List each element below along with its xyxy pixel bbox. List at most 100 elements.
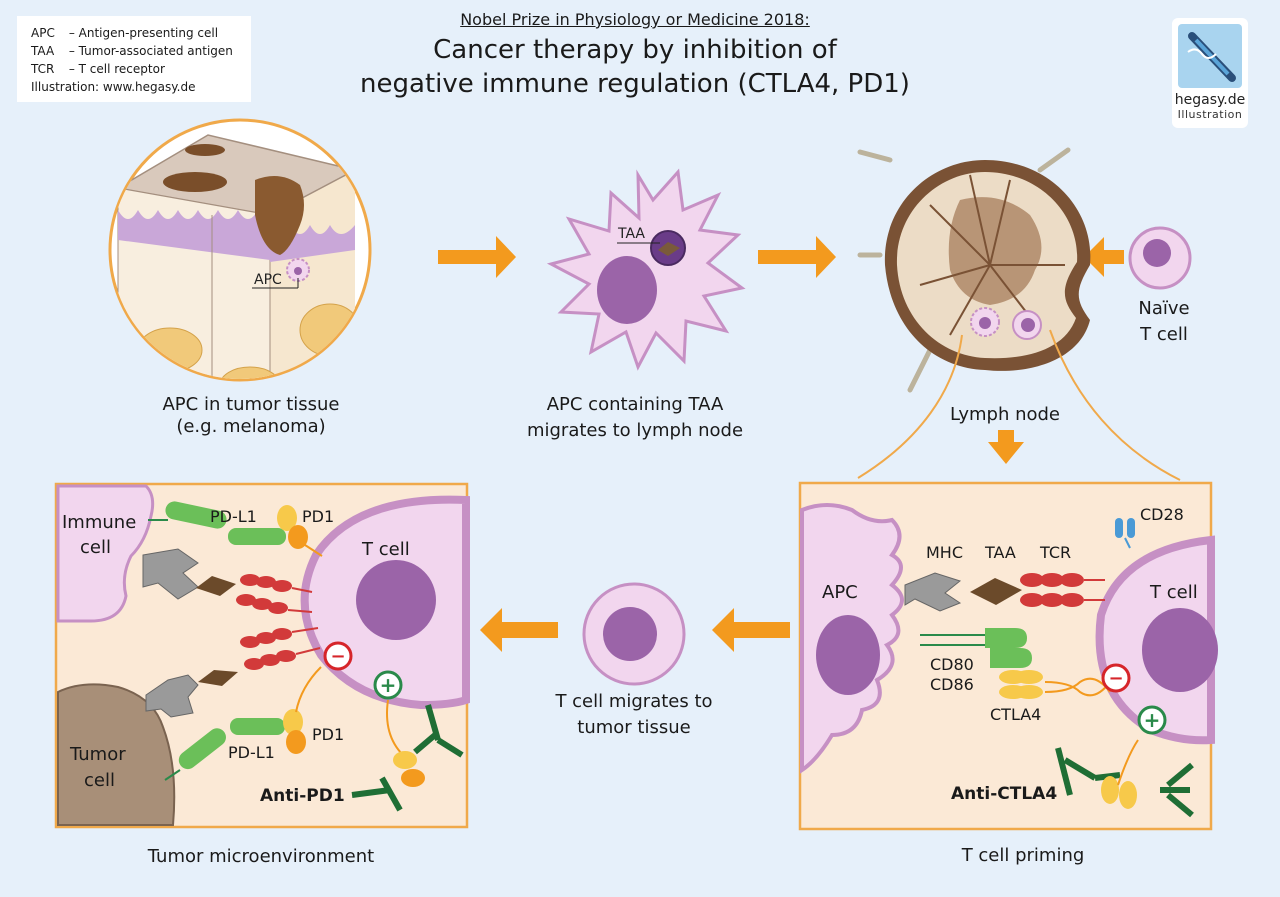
legend-def: Antigen-presenting cell — [78, 26, 219, 40]
micro-plus-icon: + — [373, 670, 403, 700]
ctla4-receptor — [999, 670, 1111, 699]
micro-minus-sign: − — [330, 646, 345, 667]
tcell-migrates-caption-2: tumor tissue — [577, 717, 690, 738]
pd1-bottom — [283, 666, 322, 754]
cd28-receptor — [1115, 518, 1135, 549]
arrow-left-icon — [712, 608, 790, 652]
arrow-left-icon — [480, 608, 558, 652]
immune-cell-label-1: Immune — [62, 512, 136, 533]
pd1-top — [277, 505, 323, 557]
ctla4-label: CTLA4 — [990, 705, 1041, 724]
pdl1-bottom-label: PD-L1 — [228, 743, 275, 762]
tcell-priming-panel: APC T cell MHC TAA TCR CD28 — [798, 481, 1218, 866]
immune-cell-label-2: cell — [80, 537, 111, 558]
priming-taa-label: TAA — [984, 543, 1016, 562]
zoom-line-right — [1049, 329, 1181, 481]
hegasy-logo: hegasy.de Illustration — [1172, 18, 1248, 128]
skin-block-illustration — [115, 134, 361, 379]
legend-row: TAA – Tumor-associated antigen — [31, 44, 233, 58]
naive-tcell-label-2: T cell — [1139, 324, 1188, 345]
tcr-bottom — [240, 627, 321, 670]
plus-icon: + — [1137, 705, 1167, 735]
legend-def: Tumor-associated antigen — [78, 44, 233, 58]
anti-pd1-antibody — [351, 699, 464, 812]
anti-pd1-label: Anti-PD1 — [260, 786, 345, 806]
tumor-cell-label-2: cell — [84, 770, 115, 791]
priming-apc-nucleus — [816, 615, 880, 695]
plus-sign: + — [1144, 708, 1161, 732]
arrow-left-icon — [1084, 237, 1124, 277]
immune-cell — [56, 484, 155, 623]
mhc-bottom — [145, 670, 238, 718]
micro-tcell-nucleus — [356, 560, 436, 640]
cd80-cd86 — [920, 628, 1032, 668]
apc-label: APC — [254, 272, 282, 288]
tcell-in-lymph-node — [1012, 310, 1042, 340]
tumor-cell — [57, 683, 176, 826]
tumor-tissue-caption-2: (e.g. melanoma) — [176, 416, 325, 437]
priming-tcell-label: T cell — [1149, 582, 1198, 603]
legend-box: APC – Antigen-presenting cell TAA – Tumo… — [17, 16, 251, 102]
cd28-label: CD28 — [1140, 505, 1184, 524]
apc-in-lymph-node — [970, 307, 1000, 337]
micro-caption: Tumor microenvironment — [147, 846, 374, 867]
apc-migrates-caption-1: APC containing TAA — [547, 394, 724, 415]
title-line-1: Cancer therapy by inhibition of — [433, 35, 837, 65]
pdl1-top-label: PD-L1 — [210, 507, 257, 526]
lymph-node-caption: Lymph node — [950, 404, 1060, 425]
tcr-receptor — [1020, 573, 1105, 607]
lymph-node: Lymph node — [857, 147, 1181, 481]
pdl1-top — [148, 501, 286, 545]
naive-tcell: Naïve T cell — [1128, 226, 1192, 345]
legend-row: TCR – T cell receptor — [31, 62, 165, 76]
cd86-label: CD86 — [930, 675, 974, 694]
title-line-2: negative immune regulation (CTLA4, PD1) — [360, 69, 910, 99]
legend-def: T cell receptor — [78, 62, 165, 76]
priming-apc-label: APC — [822, 582, 858, 603]
anti-ctla4-label: Anti-CTLA4 — [951, 784, 1057, 804]
naive-tcell-label-1: Naïve — [1138, 298, 1189, 319]
mhc-top — [142, 548, 236, 600]
mhc-molecule — [904, 572, 962, 612]
arrow-down-icon — [988, 430, 1024, 464]
apc-nucleus — [597, 256, 657, 324]
taa-label: TAA — [617, 226, 645, 242]
mhc-label: MHC — [926, 543, 963, 562]
tumor-microenvironment-panel: Immune cell Tumor cell T cell PD-L1 PD1 — [54, 482, 470, 867]
tumor-cell-label-1: Tumor — [69, 744, 126, 765]
pd1-bottom-label: PD1 — [312, 725, 344, 744]
tcr-label: TCR — [1039, 543, 1071, 562]
tumor-tissue-caption-1: APC in tumor tissue — [162, 394, 339, 415]
flow-arrows — [438, 236, 1124, 652]
migrating-tcell: T cell migrates to tumor tissue — [554, 582, 713, 738]
legend-abbr: TCR — [31, 62, 55, 76]
title-block: Nobel Prize in Physiology or Medicine 20… — [330, 10, 940, 101]
logo-name: hegasy.de — [1174, 92, 1246, 108]
title-super: Nobel Prize in Physiology or Medicine 20… — [460, 10, 810, 29]
cd80-label: CD80 — [930, 655, 974, 674]
priming-caption: T cell priming — [961, 845, 1085, 866]
tcell-migrates-caption-1: T cell migrates to — [554, 691, 712, 712]
minus-icon: − — [1101, 663, 1131, 693]
legend-abbr: TAA — [31, 44, 55, 58]
logo-sub: Illustration — [1177, 108, 1243, 121]
pen-icon — [1178, 24, 1242, 88]
arrow-right-icon — [758, 236, 836, 278]
legend-credit: Illustration: www.hegasy.de — [31, 80, 196, 94]
zoom-line-left — [857, 334, 963, 479]
micro-minus-icon: − — [323, 641, 353, 671]
anti-ctla4-antibody — [1055, 747, 1194, 818]
arrow-right-icon — [438, 236, 516, 278]
legend-abbr: APC — [31, 26, 55, 40]
tcr-top — [236, 574, 313, 614]
apc-in-tissue — [286, 258, 310, 282]
tumor-tissue-panel: APC APC in tumor tissue (e.g. melanoma) — [108, 118, 372, 437]
apc-migrates-caption-2: migrates to lymph node — [527, 420, 743, 441]
micro-tcell-label: T cell — [361, 539, 410, 560]
minus-sign: − — [1108, 668, 1123, 689]
micro-plus-sign: + — [380, 673, 397, 697]
priming-tcell-nucleus — [1142, 608, 1218, 692]
migrating-apc: TAA APC containing TAA migrates to lymph… — [527, 168, 746, 441]
pd1-top-label: PD1 — [302, 507, 334, 526]
